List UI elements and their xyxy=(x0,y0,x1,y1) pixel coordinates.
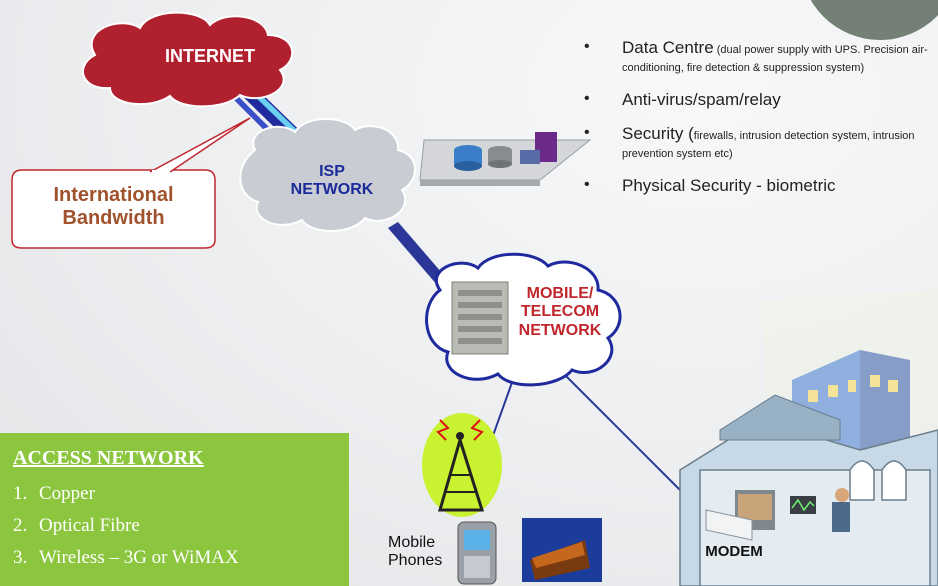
callout-line2: Bandwidth xyxy=(62,207,165,229)
bullet-marker: • xyxy=(584,90,590,107)
bullet-data-centre: • Data Centre (dual power supply with UP… xyxy=(584,38,934,76)
cell-tower-icon xyxy=(422,413,502,517)
isp-network-label: ISP NETWORK xyxy=(272,163,392,200)
access-item-label: Copper xyxy=(39,483,95,504)
mobile-label-line3: NETWORK xyxy=(518,321,602,339)
isp-label-line2: NETWORK xyxy=(290,181,374,199)
bullet-marker: • xyxy=(584,176,590,193)
internet-label: INTERNET xyxy=(140,46,280,67)
bullet-main: Data Centre xyxy=(622,38,714,57)
access-item-copper: 1. Copper xyxy=(13,483,95,505)
bullet-detail: firewalls, intrusion detection system, i… xyxy=(622,130,915,160)
mobile-telecom-cloud xyxy=(425,252,622,387)
laptop-icon xyxy=(522,518,602,582)
access-item-wireless: 3. Wireless – 3G or WiMAX xyxy=(13,547,239,569)
modem-label: MODEM xyxy=(694,543,774,560)
isp-cloud xyxy=(239,118,416,232)
access-item-number: 1. xyxy=(13,483,28,504)
access-network-box: ACCESS NETWORK 1.Copper 2.Optical Fibre … xyxy=(0,433,349,586)
mobile-label-line2: TELECOM xyxy=(520,303,600,321)
access-item-number: 3. xyxy=(13,547,28,568)
mobile-phones-label: Mobile Phones xyxy=(388,534,458,571)
mobile-phones-line1: Mobile xyxy=(388,534,436,551)
modem-label-text: MODEM xyxy=(705,543,763,560)
mobile-phone-icon xyxy=(457,521,497,585)
bullet-main: Anti-virus/spam/relay xyxy=(622,90,781,109)
isp-label-line1: ISP xyxy=(319,163,345,180)
access-item-label: Optical Fibre xyxy=(39,515,140,536)
international-bandwidth-callout xyxy=(11,117,251,249)
mobile-phones-line2: Phones xyxy=(388,552,443,570)
bullet-detail: (dual power supply with UPS. Precision a… xyxy=(622,44,928,74)
bullet-main: Security ( xyxy=(622,124,694,143)
bullet-main: Physical Security - biometric xyxy=(622,176,836,195)
access-item-label: Wireless – 3G or WiMAX xyxy=(39,547,239,568)
access-item-number: 2. xyxy=(13,515,28,536)
mobile-telecom-label: MOBILE/ TELECOM NETWORK xyxy=(505,285,615,340)
callout-line1: International xyxy=(53,184,174,206)
bullet-security: • Security (firewalls, intrusion detecti… xyxy=(584,124,934,162)
home-link xyxy=(554,364,701,511)
features-list: • Data Centre (dual power supply with UP… xyxy=(584,38,934,206)
internet-cloud xyxy=(82,11,294,108)
house-icon xyxy=(679,394,938,586)
callout-label: International Bandwidth xyxy=(12,184,215,230)
internet-label-text: INTERNET xyxy=(165,46,255,66)
isp-mobile-link xyxy=(388,222,448,286)
access-item-fibre: 2. Optical Fibre xyxy=(13,515,140,537)
access-network-title: ACCESS NETWORK xyxy=(13,447,204,469)
server-rack-icon xyxy=(419,132,592,186)
bullet-marker: • xyxy=(584,38,590,55)
mobile-label-line1: MOBILE/ xyxy=(526,285,594,302)
globe-decoration xyxy=(810,0,938,40)
bullet-marker: • xyxy=(584,124,590,141)
bullet-physical-security: • Physical Security - biometric xyxy=(584,176,934,196)
bullet-antivirus: • Anti-virus/spam/relay xyxy=(584,90,934,110)
